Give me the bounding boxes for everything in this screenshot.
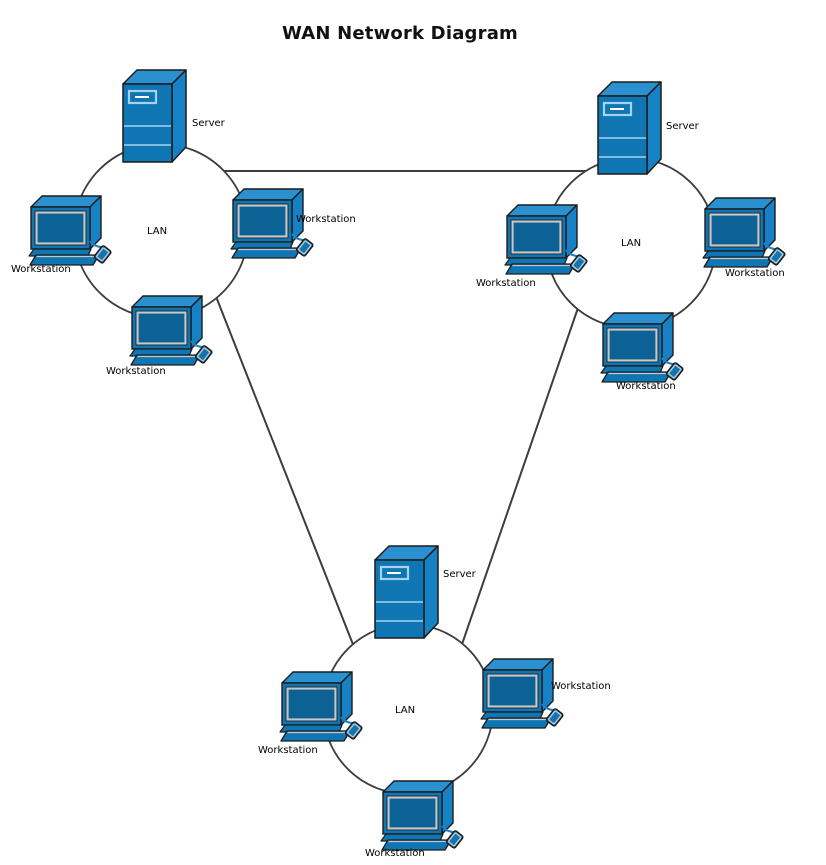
workstation-label: Workstation [11, 264, 71, 275]
lan-label: LAN [395, 705, 415, 716]
workstation-label: Workstation [296, 214, 356, 225]
workstation-icon-lan-top-right-east [701, 196, 787, 269]
workstation-label: Workstation [551, 681, 611, 692]
workstation-label: Workstation [616, 381, 676, 392]
wan-link-topleft-bottom [214, 293, 355, 648]
workstation-icon-lan-top-left-south [128, 294, 214, 367]
workstation-icon-lan-top-right-west [503, 203, 589, 276]
workstation-label: Workstation [476, 278, 536, 289]
workstation-icon-lan-bottom-south [379, 779, 465, 852]
workstation-icon-lan-bottom-east [479, 657, 565, 730]
wan-link-topright-bottom [459, 304, 580, 651]
server-label: Server [443, 569, 477, 580]
workstation-label: Workstation [106, 366, 166, 377]
server-label: Server [666, 121, 700, 132]
workstation-icon-lan-top-right-south [599, 311, 685, 384]
workstation-icon-lan-top-left-west [27, 194, 113, 267]
diagram-title: WAN Network Diagram [281, 23, 519, 44]
workstation-icon-lan-bottom-west [278, 670, 364, 743]
workstation-label: Workstation [258, 745, 318, 756]
workstation-label: Workstation [365, 848, 425, 859]
server-label: Server [192, 118, 226, 129]
server-icon-lan-top-right [597, 80, 663, 176]
server-icon-lan-top-left [122, 68, 188, 164]
server-icon-lan-bottom [374, 544, 440, 640]
lan-label: LAN [147, 226, 167, 237]
lan-label: LAN [621, 238, 641, 249]
workstation-label: Workstation [725, 268, 785, 279]
